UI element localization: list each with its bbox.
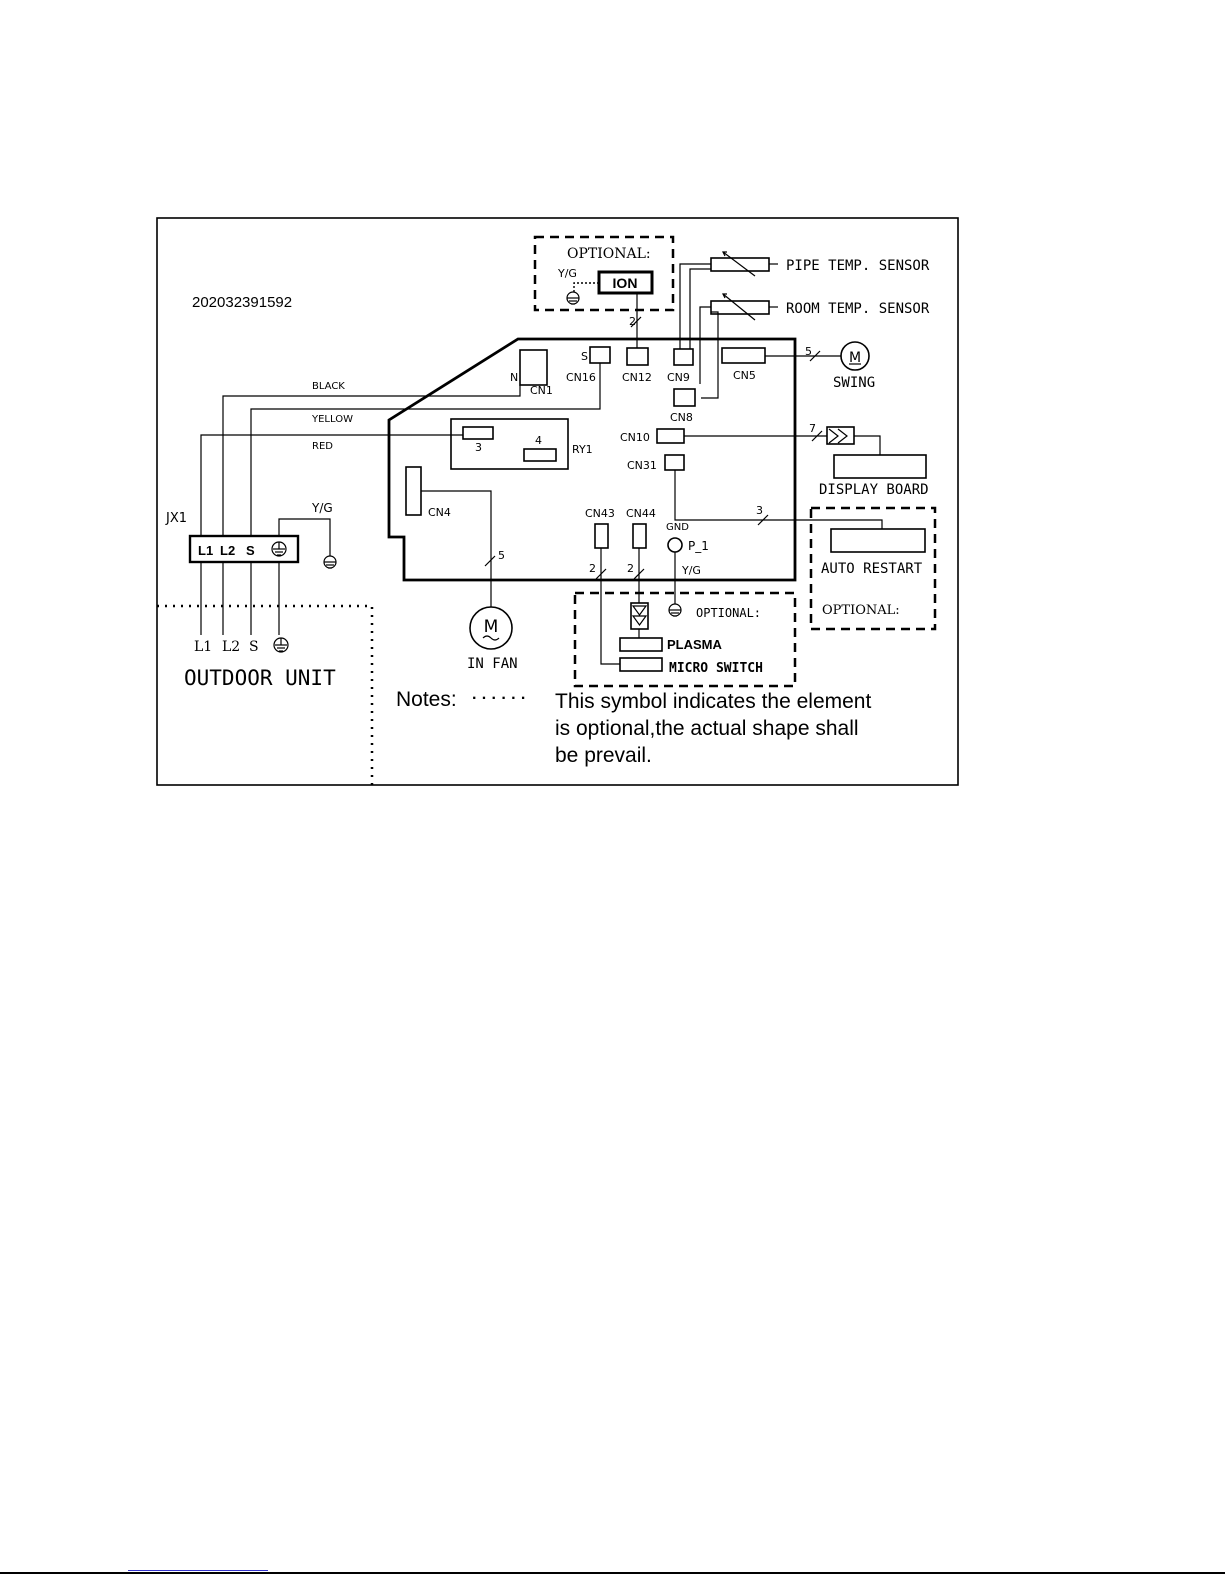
display-wire-count: 7: [809, 422, 816, 435]
diagram-frame: [156, 217, 959, 786]
outdoor-s: S: [249, 639, 259, 655]
swing-motor: [840, 341, 870, 371]
jx1-l1: L1: [198, 543, 213, 558]
jx1-label: JX1: [165, 511, 187, 526]
yellow-wire: [250, 363, 601, 547]
p1-yg-label: Y/G: [681, 564, 701, 577]
indoor-fan-motor: [469, 606, 513, 650]
notes-label: Notes:: [396, 688, 457, 711]
swing-label: SWING: [833, 375, 875, 391]
pipe-temp-sensor-label: PIPE TEMP. SENSOR: [786, 258, 930, 274]
display-board-label: DISPLAY BOARD: [819, 482, 929, 498]
cn1-label: CN1: [530, 384, 553, 397]
jx1-yg-label: Y/G: [311, 501, 333, 515]
cn1-connector: [519, 349, 548, 386]
ion-yg-label: Y/G: [557, 267, 577, 280]
relay-pin-4: [523, 448, 557, 462]
cn44-connector: [632, 523, 647, 549]
plasma-generator: [619, 637, 663, 652]
jx1-s: S: [246, 543, 255, 558]
cn8-label: CN8: [670, 411, 693, 424]
outdoor-unit-label: OUTDOOR UNIT: [184, 666, 336, 690]
ion-label: ION: [613, 275, 638, 291]
black-wire-label: BLACK: [312, 381, 345, 392]
cn4-label: CN4: [428, 506, 451, 519]
notes-line-1: This symbol indicates the element: [555, 690, 871, 713]
footnote-separator: [128, 1570, 268, 1571]
chassis-ground-icon: [323, 555, 337, 569]
cn10-label: CN10: [620, 431, 650, 444]
p1-terminal: [667, 537, 683, 553]
swing-wire-count: 5: [805, 345, 812, 358]
main-pcb-outline: [387, 337, 797, 582]
jx1-ground-icon: [271, 541, 287, 557]
ion-ground-icon: [566, 291, 580, 305]
auto-restart-switch: [830, 528, 926, 553]
cn4-connector: [405, 466, 422, 516]
plasma-label: PLASMA: [667, 637, 723, 652]
cn12-connector: [626, 347, 649, 366]
notes-line-2: is optional,the actual shape shall: [555, 717, 859, 740]
micro-switch-label: MICRO SWITCH: [669, 661, 763, 676]
cn9-label: CN9: [667, 371, 690, 384]
ion-ground-wire: [573, 282, 599, 292]
auto-restart-wire: [674, 470, 883, 529]
gnd-label: GND: [666, 522, 689, 533]
cn16-connector: [589, 346, 611, 364]
ion-optional-box: [533, 235, 675, 312]
cn31-connector: [664, 454, 685, 471]
fan-wire: [421, 490, 492, 612]
room-temp-sensor-label: ROOM TEMP. SENSOR: [786, 301, 930, 317]
p1-label: P_1: [688, 539, 709, 553]
cn16-s-label: S: [581, 350, 588, 363]
plasma-optional-box: [573, 591, 797, 688]
outdoor-l1: L1: [194, 639, 212, 655]
cn8-connector: [673, 388, 696, 407]
outdoor-ground-icon: [273, 637, 289, 653]
swing-motor-symbol: M: [849, 350, 861, 366]
ion-wire-count: 2: [629, 315, 636, 328]
cn43-wire-count: 2: [589, 562, 596, 575]
cn44-wire-count: 2: [627, 562, 634, 575]
micro-switch: [619, 657, 663, 672]
page-bottom-rule: [0, 1572, 1225, 1574]
cn43-label: CN43: [585, 507, 615, 520]
red-wire: [200, 434, 463, 547]
cn10-connector: [656, 428, 685, 444]
relay-pin-4-label: 4: [535, 434, 542, 447]
cn1-n-label: N: [510, 371, 518, 384]
fan-wire-count: 5: [498, 549, 505, 562]
red-wire-label: RED: [312, 441, 333, 452]
indoor-fan-symbol: M: [484, 617, 499, 637]
auto-restart-label: AUTO RESTART: [821, 561, 923, 577]
jx1-l2: L2: [220, 543, 235, 558]
diagram-code: 202032391592: [192, 294, 292, 311]
cn43-wire: [600, 548, 620, 665]
cn44-label: CN44: [626, 507, 656, 520]
auto-restart-optional-label: OPTIONAL:: [822, 603, 900, 618]
relay-pin-3: [462, 426, 494, 440]
outdoor-l2: L2: [222, 639, 240, 655]
notes-dots: · · · · · ·: [472, 690, 526, 707]
display-board: [833, 454, 927, 479]
in-fan-label: IN FAN: [467, 656, 518, 672]
black-wire: [222, 385, 521, 547]
yellow-wire-label: YELLOW: [311, 414, 353, 425]
ry1-label: RY1: [572, 443, 593, 456]
cn31-label: CN31: [627, 459, 657, 472]
cn43-connector: [594, 523, 609, 549]
cn9-connector: [673, 348, 694, 366]
cn12-label: CN12: [622, 371, 652, 384]
auto-restart-optional-box: [809, 506, 937, 631]
plasma-optional-label: OPTIONAL:: [696, 606, 761, 620]
cn16-label: CN16: [566, 371, 596, 384]
ion-optional-label: OPTIONAL:: [567, 246, 651, 262]
cn5-connector: [721, 347, 766, 364]
auto-restart-wire-count: 3: [756, 504, 763, 517]
cn5-label: CN5: [733, 369, 756, 382]
p1-ground-icon: [668, 603, 682, 617]
relay-pin-3-label: 3: [475, 441, 482, 454]
notes-line-3: be prevail.: [555, 744, 652, 767]
